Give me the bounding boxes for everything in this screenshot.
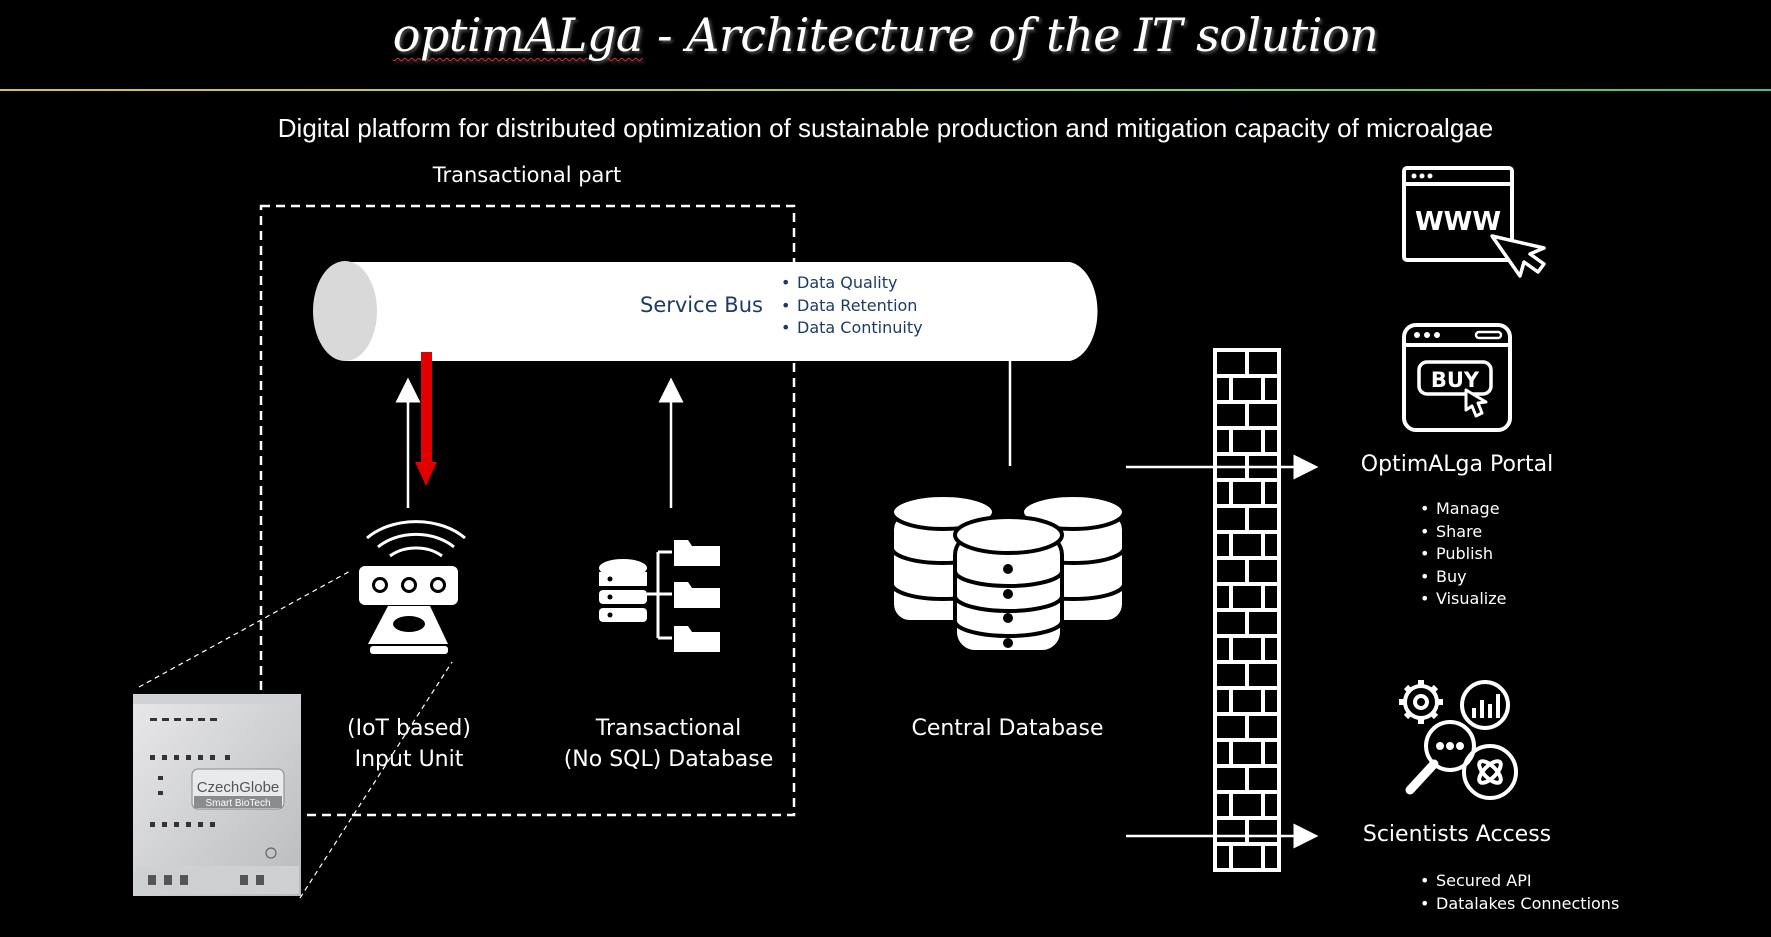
analytics-magnifier-icon [1399, 680, 1518, 800]
firewall-brick [1261, 374, 1281, 404]
input-unit-line2: Input Unit [354, 747, 464, 772]
firewall-brick [1245, 816, 1281, 846]
service-bus-features: Data Quality Data Retention Data Continu… [781, 272, 923, 340]
firewall-brick [1213, 660, 1249, 690]
input-unit-line1: (IoT based) [347, 716, 471, 741]
firewall-brick [1229, 634, 1265, 664]
firewall-brick [1213, 764, 1249, 794]
firewall-brick [1213, 686, 1233, 716]
buy-browser-icon: BUY [1402, 323, 1512, 432]
nosql-line1: Transactional [595, 716, 742, 741]
service-bus-feature: Data Retention [781, 295, 923, 318]
nosql-line2: (No SQL) Database [563, 747, 774, 772]
scientists-feature: Secured API [1420, 870, 1619, 893]
firewall-brick [1229, 790, 1265, 820]
scientists-label: Scientists Access [1362, 822, 1552, 847]
buy-text: BUY [1431, 368, 1480, 392]
firewall-brick [1261, 478, 1281, 508]
firewall-brick [1213, 374, 1233, 404]
firewall-brick [1245, 660, 1281, 690]
firewall-brick [1245, 556, 1281, 586]
service-bus-feature: Data Quality [781, 272, 923, 295]
firewall-brick [1261, 426, 1281, 456]
scientists-feature: Datalakes Connections [1420, 893, 1619, 916]
firewall-brick [1213, 842, 1233, 872]
page-title: optimALga - Architecture of the IT solut… [0, 8, 1771, 62]
portal-feature: Share [1420, 521, 1506, 544]
firewall-brick [1213, 348, 1249, 378]
www-browser-icon: WWW [1402, 166, 1546, 278]
firewall-brick [1213, 738, 1233, 768]
firewall-brick [1245, 400, 1281, 430]
service-bus-label: Service Bus [640, 293, 763, 317]
input-unit-label: (IoT based) Input Unit [309, 713, 509, 775]
device-brand: CzechGlobe [197, 779, 280, 796]
firewall-brick [1229, 582, 1265, 612]
firewall-brick [1229, 478, 1265, 508]
firewall-brick [1213, 478, 1233, 508]
firewall-brick [1213, 400, 1249, 430]
firewall-brick [1213, 608, 1249, 638]
firewall-brick [1229, 426, 1265, 456]
portal-feature: Visualize [1420, 588, 1506, 611]
device-projection-line-bottom [299, 661, 453, 899]
transactional-part-label: Transactional part [432, 163, 622, 187]
firewall-brick [1229, 530, 1265, 560]
router-icon [359, 520, 466, 654]
firewall-brick [1213, 634, 1233, 664]
firewall-brick [1245, 504, 1281, 534]
portal-feature: Manage [1420, 498, 1506, 521]
portal-feature: Publish [1420, 543, 1506, 566]
firewall-brick [1229, 374, 1265, 404]
firewall-brick [1229, 686, 1265, 716]
title-rest: - Architecture of the IT solution [642, 8, 1379, 62]
firewall-brick [1261, 582, 1281, 612]
firewall-brick [1261, 530, 1281, 560]
firewall-brick [1245, 712, 1281, 742]
firewall-brick [1213, 712, 1249, 742]
firewall-icon [1213, 348, 1281, 872]
firewall-brick [1213, 582, 1233, 612]
firewall-brick [1213, 556, 1249, 586]
device-subbrand: Smart BioTech [205, 798, 270, 809]
firewall-brick [1245, 348, 1281, 378]
portal-features: Manage Share Publish Buy Visualize [1420, 498, 1506, 611]
header-divider [0, 89, 1771, 91]
firewall-brick [1213, 816, 1249, 846]
title-brand: optimALga [392, 8, 644, 62]
central-database-label: Central Database [911, 716, 1104, 741]
page-subtitle: Digital platform for distributed optimiz… [277, 113, 1494, 143]
firewall-brick [1213, 504, 1249, 534]
firewall-brick [1245, 608, 1281, 638]
portal-feature: Buy [1420, 566, 1506, 589]
firewall-brick [1245, 764, 1281, 794]
firewall-brick [1229, 842, 1265, 872]
scientists-features: Secured API Datalakes Connections [1420, 870, 1619, 915]
portal-label: OptimALga Portal [1360, 452, 1554, 477]
central-database-icon [890, 493, 1126, 654]
device-projection-line-top [138, 569, 353, 688]
www-text: WWW [1415, 207, 1501, 237]
nosql-database-icon [599, 540, 720, 652]
czechglobe-device-image: CzechGlobe Smart BioTech [133, 694, 301, 896]
firewall-brick [1213, 790, 1233, 820]
input-down-red-arrow [415, 352, 437, 486]
service-bus-feature: Data Continuity [781, 317, 923, 340]
firewall-brick [1261, 686, 1281, 716]
nosql-database-label: Transactional (No SQL) Database [541, 713, 796, 775]
firewall-brick [1213, 530, 1233, 560]
firewall-brick [1261, 634, 1281, 664]
firewall-brick [1261, 790, 1281, 820]
firewall-brick [1261, 842, 1281, 872]
firewall-brick [1229, 738, 1265, 768]
firewall-brick [1213, 426, 1233, 456]
firewall-brick [1261, 738, 1281, 768]
